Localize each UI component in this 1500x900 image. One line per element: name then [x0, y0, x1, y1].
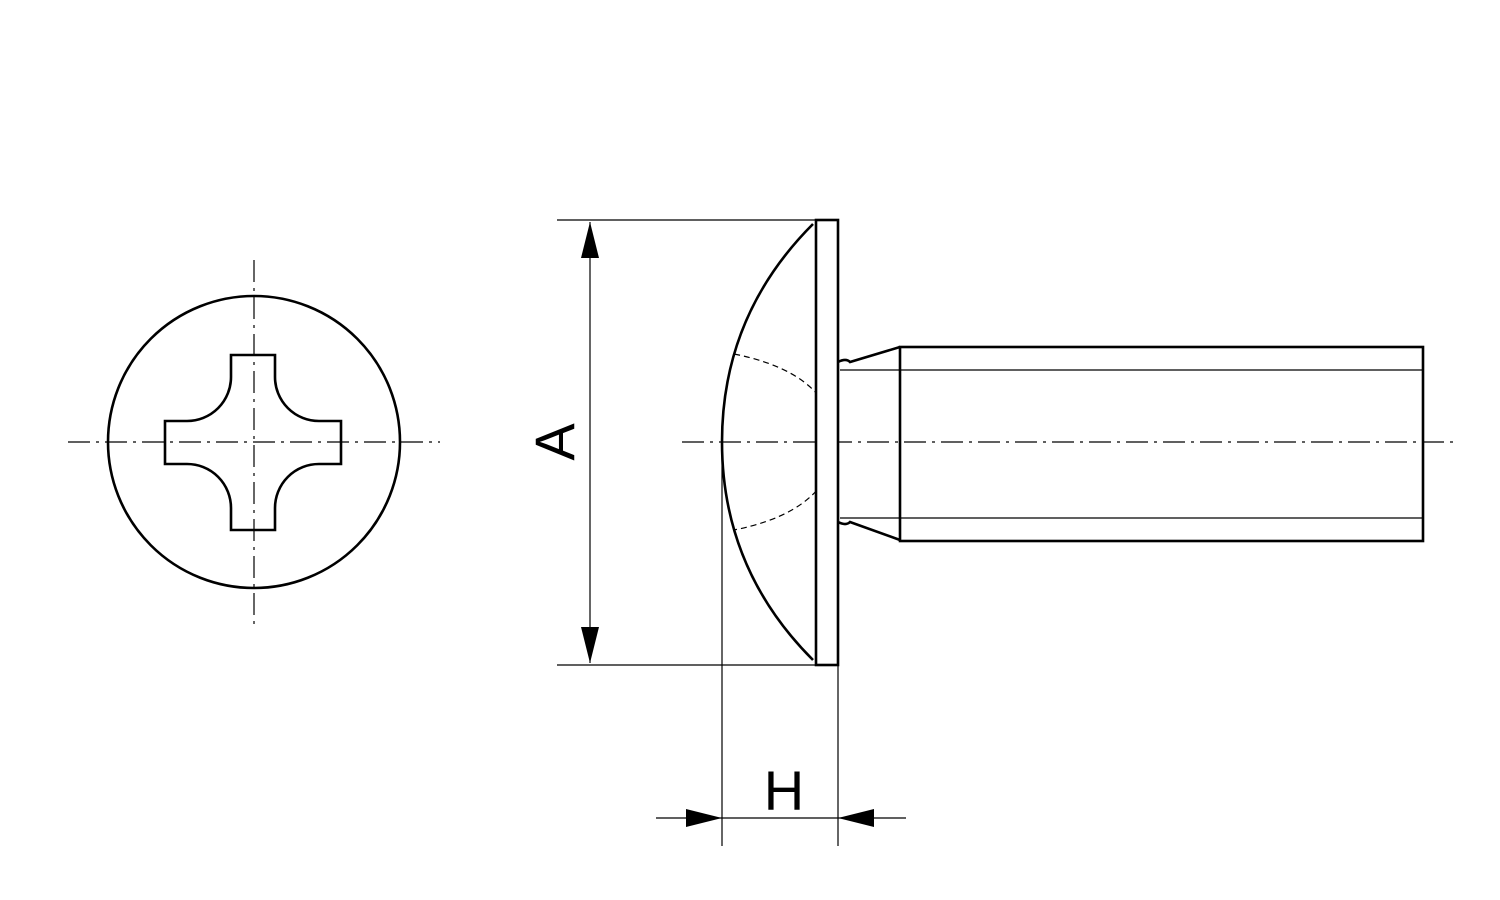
- dimension-a-arrow-top: [581, 222, 599, 258]
- dimension-h: H: [656, 442, 906, 846]
- screw-head-outline: [106, 294, 402, 590]
- phillips-recess-cross: [163, 353, 343, 532]
- shank-neck-bottom: [837, 520, 901, 542]
- dimension-h-label: H: [764, 759, 804, 822]
- dimension-h-arrow-right: [838, 809, 874, 827]
- top-view: [68, 260, 440, 626]
- dimension-h-arrow-left: [686, 809, 722, 827]
- dimension-a: A: [523, 219, 816, 666]
- head-flange: [814, 218, 840, 667]
- dimension-a-arrow-bottom: [581, 627, 599, 663]
- shank-neck-top: [837, 345, 901, 364]
- side-view: A H: [523, 218, 1455, 846]
- threaded-shank: [898, 345, 1425, 543]
- dimension-a-label: A: [523, 423, 586, 461]
- recess-hidden-line: [733, 353, 837, 531]
